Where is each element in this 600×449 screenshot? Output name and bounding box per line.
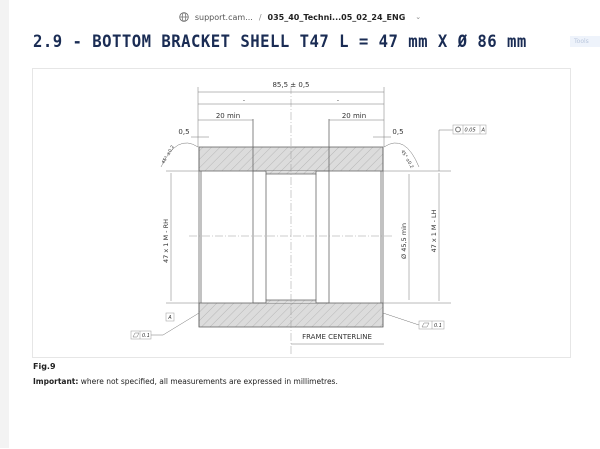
thread-right-label: 47 x 1 M - LH bbox=[430, 209, 438, 252]
chevron-down-icon[interactable]: ⌄ bbox=[415, 13, 422, 21]
chamfer-angle-right: 45° ±0.2 bbox=[399, 149, 414, 170]
svg-text:0.1: 0.1 bbox=[434, 323, 442, 329]
thread-left-label: 47 x 1 M - RH bbox=[162, 219, 170, 263]
dimension-lines bbox=[151, 87, 453, 345]
page-title: 2.9 - BOTTOM BRACKET SHELL T47 L = 47 mm… bbox=[33, 32, 527, 52]
flatness-callout-right: 0.1 bbox=[418, 320, 445, 330]
centerlines bbox=[189, 86, 393, 356]
tools-button[interactable]: Tools bbox=[570, 36, 600, 47]
globe-icon bbox=[179, 12, 189, 22]
flatness-icon bbox=[421, 322, 430, 328]
chamfer-left: 0,5 bbox=[178, 128, 189, 136]
overall-length-dim: 85,5 ± 0,5 bbox=[272, 81, 309, 89]
concentricity-callout: 0.05 A bbox=[452, 124, 487, 135]
left-gutter bbox=[0, 0, 9, 448]
browser-breadcrumb: support.cam... / 035_40_Techni...05_02_2… bbox=[0, 0, 600, 34]
chamfer-angle-left: 45° ±0.2 bbox=[161, 144, 176, 165]
technical-drawing: 85,5 ± 0,5 - - 20 min 20 min 0,5 0,5 45°… bbox=[32, 68, 571, 358]
bore-min-label: Ø 45,5 min bbox=[400, 223, 408, 259]
figure-caption: Fig.9 bbox=[33, 362, 56, 371]
svg-text:0.05: 0.05 bbox=[465, 128, 476, 134]
svg-text:A: A bbox=[167, 315, 172, 321]
note-text: where not specified, all measurements ar… bbox=[78, 377, 338, 386]
flatness-icon bbox=[132, 332, 140, 338]
concentricity-icon bbox=[455, 126, 461, 133]
half-dim-left: - bbox=[243, 97, 245, 104]
note-emphasis: Important: bbox=[33, 377, 79, 386]
thread-min-left: 20 min bbox=[216, 112, 240, 120]
chamfer-right: 0,5 bbox=[392, 128, 403, 136]
thread-min-right: 20 min bbox=[342, 112, 366, 120]
datum-a: A bbox=[165, 312, 175, 322]
site-link[interactable]: support.cam... bbox=[194, 12, 253, 22]
svg-text:0.1: 0.1 bbox=[142, 333, 150, 339]
file-name[interactable]: 035_40_Techni...05_02_24_ENG bbox=[267, 12, 406, 22]
measurement-note: Important: where not specified, all meas… bbox=[33, 377, 338, 386]
svg-text:A: A bbox=[481, 128, 486, 134]
breadcrumb-separator: / bbox=[258, 12, 262, 22]
flatness-callout-left: 0.1 bbox=[130, 330, 152, 340]
frame-centerline-label: FRAME CENTERLINE bbox=[302, 333, 372, 341]
half-dim-right: - bbox=[337, 97, 339, 104]
